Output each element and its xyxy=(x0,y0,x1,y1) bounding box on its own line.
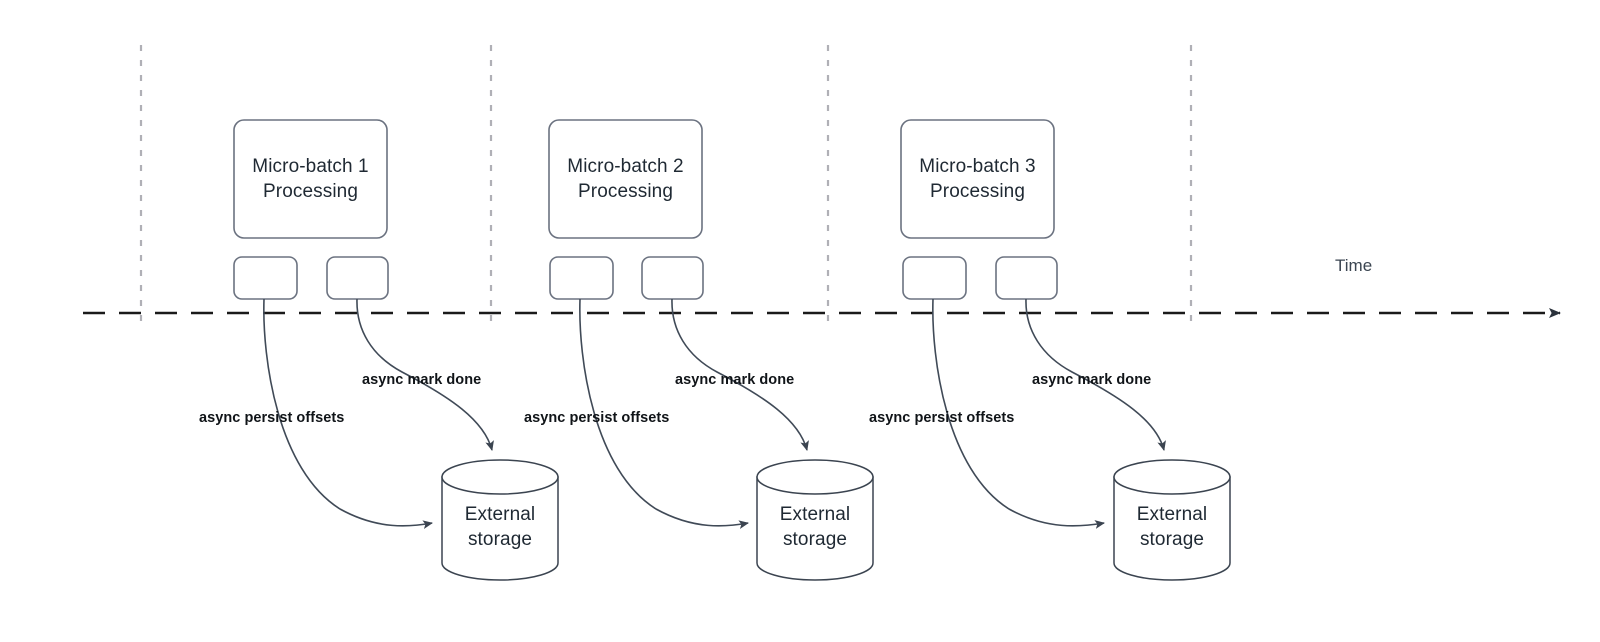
storage-label-3: External storage xyxy=(1136,503,1208,550)
task-box-2-1[interactable] xyxy=(549,256,614,300)
task-box-2-2[interactable] xyxy=(641,256,704,300)
storage-label-1: External storage xyxy=(464,503,536,550)
task-box-1-1[interactable] xyxy=(233,256,298,300)
micro-batch-label-3: Micro-batch 3 Processing xyxy=(919,155,1036,202)
edge-label-mark-done-1: async mark done xyxy=(362,372,482,388)
micro-batch-label-2: Micro-batch 2 Processing xyxy=(567,155,684,202)
edge-label-mark-done-2: async mark done xyxy=(675,372,795,388)
task-box-3-1[interactable] xyxy=(902,256,967,300)
micro-batch-label-1: Micro-batch 1 Processing xyxy=(252,155,369,202)
task-box-1-2[interactable] xyxy=(326,256,389,300)
task-box-3-2[interactable] xyxy=(995,256,1058,300)
edge-label-mark-done-3: async mark done xyxy=(1032,372,1152,388)
storage-label-2: External storage xyxy=(779,503,851,550)
edge-label-persist-offsets-3: async persist offsets xyxy=(869,410,1015,426)
edge-label-persist-offsets-1: async persist offsets xyxy=(199,410,345,426)
edge-label-persist-offsets-2: async persist offsets xyxy=(524,410,670,426)
time-axis-label: Time xyxy=(1335,256,1373,275)
